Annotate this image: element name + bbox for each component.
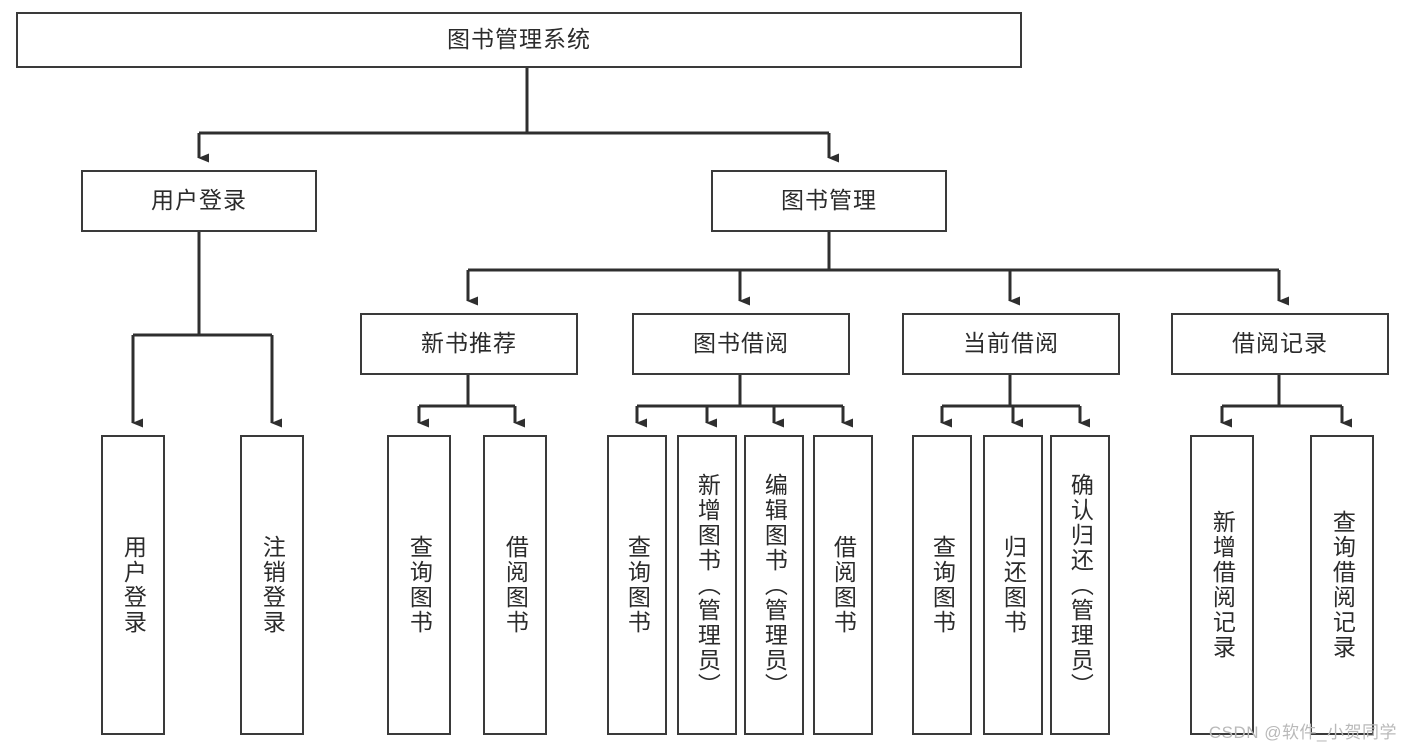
leaf-confirm-return-admin-label: 确认归还（管理员） — [1067, 472, 1094, 698]
leaf-query-book-current-label: 查询图书 — [929, 535, 956, 635]
leaf-query-borrow-record[interactable]: 查询借阅记录 — [1310, 435, 1374, 735]
leaf-lend-book[interactable]: 借阅图书 — [813, 435, 873, 735]
node-current-borrow[interactable]: 当前借阅 — [902, 313, 1120, 375]
node-new-book-recommend-label: 新书推荐 — [421, 330, 517, 357]
leaf-confirm-return-admin[interactable]: 确认归还（管理员） — [1050, 435, 1110, 735]
node-root-system-label: 图书管理系统 — [447, 26, 591, 53]
leaf-query-book-newbook-label: 查询图书 — [406, 535, 433, 635]
leaf-query-book-borrow-label: 查询图书 — [624, 535, 651, 635]
leaf-borrow-book-newbook-label: 借阅图书 — [502, 535, 529, 635]
leaf-add-book-admin[interactable]: 新增图书（管理员） — [677, 435, 737, 735]
leaf-add-borrow-record[interactable]: 新增借阅记录 — [1190, 435, 1254, 735]
leaf-logout[interactable]: 注销登录 — [240, 435, 304, 735]
node-book-management[interactable]: 图书管理 — [711, 170, 947, 232]
leaf-borrow-book-newbook[interactable]: 借阅图书 — [483, 435, 547, 735]
leaf-query-book-newbook[interactable]: 查询图书 — [387, 435, 451, 735]
leaf-add-book-admin-label: 新增图书（管理员） — [694, 472, 721, 698]
node-current-borrow-label: 当前借阅 — [963, 330, 1059, 357]
leaf-query-borrow-record-label: 查询借阅记录 — [1329, 510, 1356, 660]
leaf-logout-label: 注销登录 — [259, 535, 286, 635]
leaf-add-borrow-record-label: 新增借阅记录 — [1209, 510, 1236, 660]
leaf-edit-book-admin[interactable]: 编辑图书（管理员） — [744, 435, 804, 735]
leaf-query-book-current[interactable]: 查询图书 — [912, 435, 972, 735]
node-book-borrow[interactable]: 图书借阅 — [632, 313, 850, 375]
node-borrow-records-label: 借阅记录 — [1232, 330, 1328, 357]
node-borrow-records[interactable]: 借阅记录 — [1171, 313, 1389, 375]
leaf-query-book-borrow[interactable]: 查询图书 — [607, 435, 667, 735]
leaf-return-book[interactable]: 归还图书 — [983, 435, 1043, 735]
node-new-book-recommend[interactable]: 新书推荐 — [360, 313, 578, 375]
node-user-login[interactable]: 用户登录 — [81, 170, 317, 232]
csdn-watermark: CSDN @软件_小贺同学 — [1208, 723, 1397, 742]
node-book-management-label: 图书管理 — [781, 187, 877, 214]
node-root-system[interactable]: 图书管理系统 — [16, 12, 1022, 68]
leaf-lend-book-label: 借阅图书 — [830, 535, 857, 635]
leaf-edit-book-admin-label: 编辑图书（管理员） — [761, 472, 788, 698]
node-book-borrow-label: 图书借阅 — [693, 330, 789, 357]
leaf-user-login-label: 用户登录 — [120, 535, 147, 635]
leaf-return-book-label: 归还图书 — [1000, 535, 1027, 635]
leaf-user-login[interactable]: 用户登录 — [101, 435, 165, 735]
node-user-login-label: 用户登录 — [151, 187, 247, 214]
